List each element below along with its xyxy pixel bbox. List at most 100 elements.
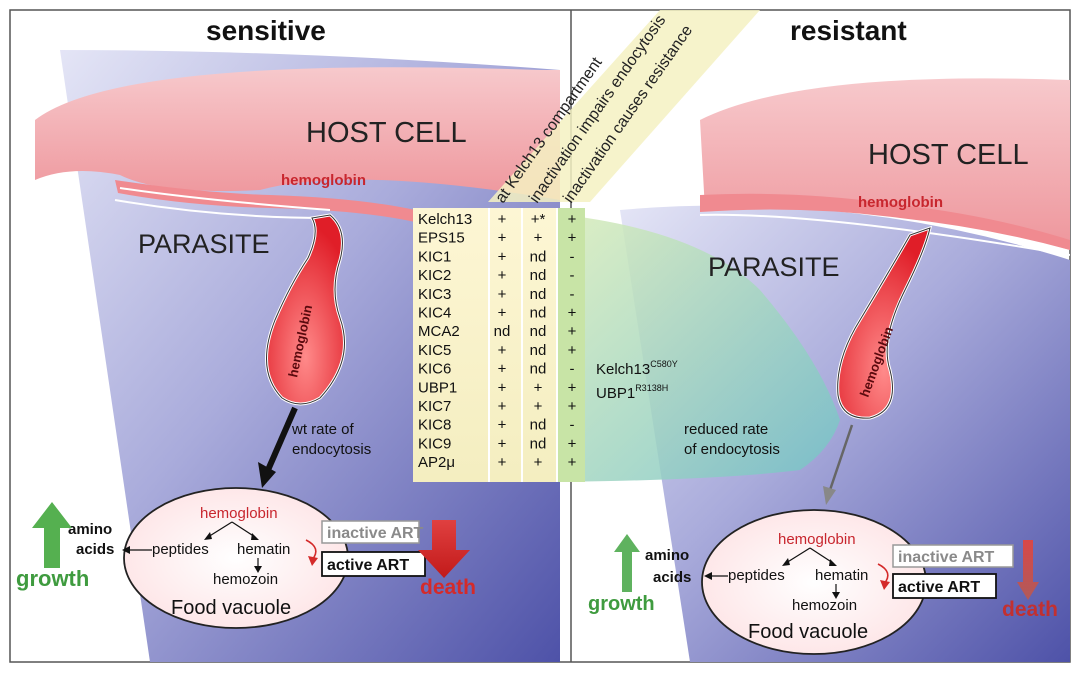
amino-label-left: amino: [68, 521, 112, 538]
growth-arrow-left: [32, 502, 72, 568]
inactive-art-box-right: [892, 544, 1014, 568]
table-cell-value: nd: [530, 417, 547, 434]
inactive-art-left: inactive ART: [327, 525, 424, 542]
acids-label-left: acids: [76, 541, 114, 558]
table-cell-protein: KIC3: [418, 286, 451, 303]
table-cell-value: +: [568, 435, 577, 452]
table-cell-protein: KIC8: [418, 417, 451, 434]
active-art-right: active ART: [898, 579, 980, 596]
table-cell-value: +: [498, 267, 507, 284]
food-vacuole-label-right: Food vacuole: [748, 621, 868, 643]
table-cell-value: +: [568, 454, 577, 471]
host-cell-label-left: HOST CELL: [306, 117, 467, 149]
table-cell-value: +: [498, 230, 507, 247]
table-cell-protein: MCA2: [418, 323, 460, 340]
table-cell-value: +*: [531, 211, 546, 228]
table-cell-value: +: [498, 361, 507, 378]
table-cell-value: +: [568, 230, 577, 247]
table-cell-value: +: [498, 454, 507, 471]
mutant-kelch13: Kelch13C580Y: [596, 359, 678, 378]
sensitive-panel: [35, 50, 560, 662]
table-cell-protein: AP2μ: [418, 454, 455, 471]
death-arrow-right: [1017, 540, 1039, 600]
table-cell-value: nd: [530, 342, 547, 359]
table-cell-value: -: [570, 286, 575, 303]
table-cell-value: -: [570, 267, 575, 284]
table-cell-value: -: [570, 248, 575, 265]
table-cell-value: +: [568, 323, 577, 340]
table-cell-value: +: [534, 379, 543, 396]
table-cell-protein: KIC1: [418, 248, 451, 265]
hemoglobin-host-label-right: hemoglobin: [858, 194, 943, 211]
resistance-column-bg: [557, 208, 585, 482]
death-label-right: death: [1002, 598, 1058, 621]
table-cell-value: +: [498, 417, 507, 434]
table-cell-value: nd: [494, 323, 511, 340]
food-vacuole-label-left: Food vacuole: [171, 597, 291, 619]
resistance-fan: [557, 214, 840, 482]
table-cell-value: nd: [530, 248, 547, 265]
table-header-band: [488, 10, 760, 202]
table-cell-value: +: [568, 379, 577, 396]
growth-arrow-right: [614, 534, 640, 592]
table-cell-value: +: [568, 398, 577, 415]
endocytosis-rate-left-1: wt rate of: [291, 421, 355, 438]
endocytosis-rate-left-2: endocytosis: [292, 441, 371, 458]
table-cell-value: nd: [530, 361, 547, 378]
active-art-left: active ART: [327, 557, 409, 574]
growth-label-left: growth: [16, 566, 89, 591]
active-art-box-left: [321, 551, 426, 577]
table-cell-value: +: [498, 211, 507, 228]
vacuole-hemoglobin-right: hemoglobin: [778, 531, 856, 548]
vacuole-peptides-left: peptides: [152, 541, 209, 558]
inactive-art-right: inactive ART: [898, 549, 995, 566]
table-cell-value: +: [498, 286, 507, 303]
table-cell-value: nd: [530, 323, 547, 340]
vacuole-hemozoin-right: hemozoin: [792, 597, 857, 614]
table-cell-value: nd: [530, 286, 547, 303]
acids-label-right: acids: [653, 569, 691, 586]
host-membrane-left: [115, 180, 415, 222]
title-resistant: resistant: [790, 15, 907, 46]
table-cell-value: +: [498, 379, 507, 396]
hemoglobin-host-label-left: hemoglobin: [281, 172, 366, 189]
table-cell-value: +: [534, 454, 543, 471]
table-cell-value: nd: [530, 435, 547, 452]
table-cell-value: +: [568, 342, 577, 359]
table-cell-value: +: [498, 305, 507, 322]
table-cell-value: +: [498, 342, 507, 359]
table-cell-protein: EPS15: [418, 230, 465, 247]
table-cell-protein: KIC2: [418, 267, 451, 284]
parasite-label-left: PARASITE: [138, 229, 270, 259]
table-cell-protein: KIC4: [418, 305, 451, 322]
amino-label-right: amino: [645, 547, 689, 564]
vacuole-hemoglobin-left: hemoglobin: [200, 505, 278, 522]
table-cell-value: +: [498, 398, 507, 415]
table-cell-protein: KIC9: [418, 435, 451, 452]
table-rows: Kelch13++*+EPS15+++KIC1+nd-KIC2+nd-KIC3+…: [418, 211, 577, 471]
host-cell-left: [35, 67, 560, 200]
table-cell-value: +: [534, 230, 543, 247]
table-cell-value: +: [568, 211, 577, 228]
table-cell-value: -: [570, 417, 575, 434]
table-cell-protein: KIC5: [418, 342, 451, 359]
title-sensitive: sensitive: [206, 15, 326, 46]
vacuole-hematin-left: hematin: [237, 541, 290, 558]
table-cell-value: +: [568, 305, 577, 322]
table-cell-value: +: [498, 248, 507, 265]
inactive-art-box-left: [321, 520, 420, 544]
endocytosis-rate-right-1: reduced rate: [684, 421, 768, 438]
mutant-ubp1: UBP1R3138H: [596, 383, 668, 402]
death-label-left: death: [420, 576, 476, 599]
growth-label-right: growth: [588, 593, 655, 615]
table-cell-protein: Kelch13: [418, 211, 472, 228]
parasite-label-right: PARASITE: [708, 252, 840, 282]
table-cell-value: +: [534, 398, 543, 415]
table-cell-value: nd: [530, 267, 547, 284]
endocytosis-arrow-left: [265, 406, 298, 472]
table-cell-value: -: [570, 361, 575, 378]
endocytosis-arrow-right: [828, 424, 854, 491]
active-art-box-right: [892, 573, 997, 599]
